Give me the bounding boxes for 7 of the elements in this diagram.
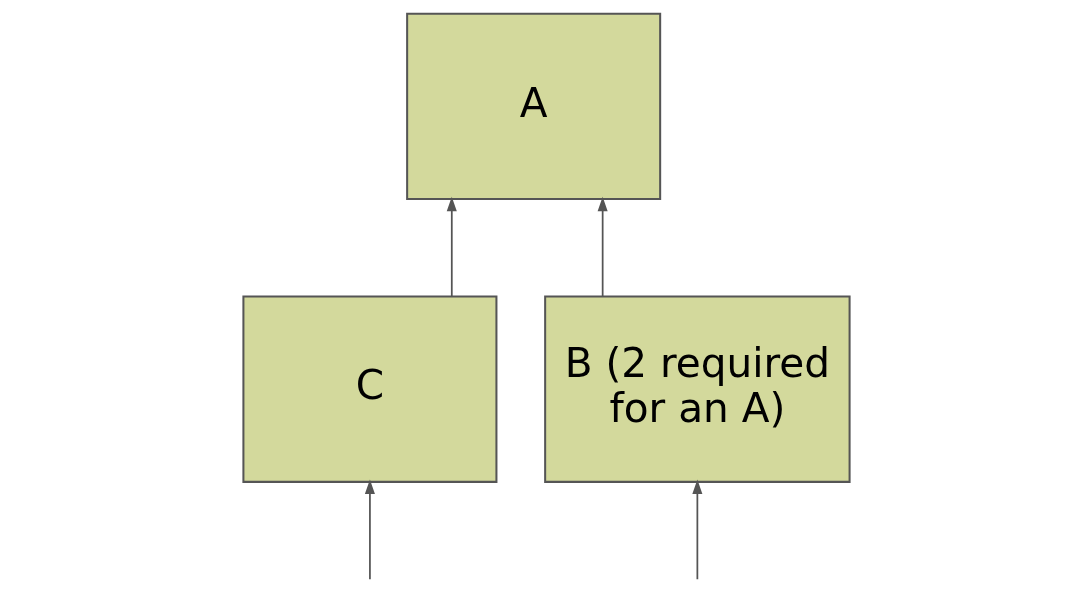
node-box: C	[241, 295, 497, 483]
node-box: A	[405, 12, 661, 201]
arrow	[691, 479, 702, 581]
arrow	[364, 479, 375, 581]
arrow	[597, 196, 608, 298]
node-box: B (2 required for an A)	[543, 295, 851, 483]
arrow	[446, 196, 457, 298]
